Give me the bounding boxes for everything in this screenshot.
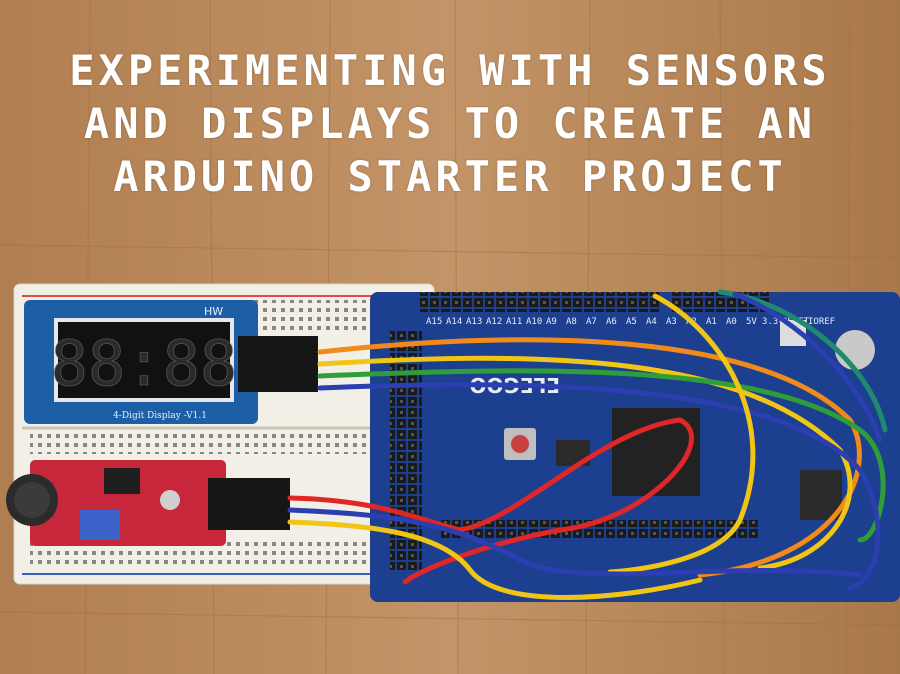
pin-label: A3 [666,317,677,327]
wire-orange [317,337,862,578]
pin-label: A0 [726,317,737,327]
pin-label: RESET [782,317,810,327]
sound-sensor-module [6,460,290,546]
pin-label: A11 [506,317,522,327]
title-line-1: EXPERIMENTING WITH SENSORS [69,46,831,95]
pin-label: A6 [606,317,617,327]
pin-label: A15 [426,317,442,327]
wire-blue-right [732,291,883,443]
wire-yellow-top [317,355,853,571]
display-digits: 88:88 [51,327,238,400]
title-line-3: ARDUINO STARTER PROJECT [113,152,787,201]
jumper-wires [287,289,888,600]
display-brand: HW [204,305,223,318]
title-line-2: AND DISPLAYS TO CREATE AN [83,99,817,148]
pin-label: A14 [446,317,462,327]
wire-yellow-lower [287,519,703,600]
pin-label: A13 [466,317,482,327]
pin-label: 3.3V [762,317,784,327]
wire-green [317,368,886,543]
pin-label: A9 [546,317,557,327]
pin-label: A5 [626,317,637,327]
wire-blue-top [317,382,881,591]
potentiometer [80,510,120,540]
pin-label: A7 [586,317,597,327]
wire-blue-lower [287,507,863,578]
pin-labels: A15 A14 A13 A12 A11 A10 A9 A8 A7 A6 A5 A… [426,317,835,327]
pin-label: 5V [746,317,757,327]
pin-label: IOREF [808,317,835,327]
pin-label: A8 [566,317,577,327]
four-digit-display-module: 88:88 HW 4-Digit Display -V1.1 [24,300,318,424]
wire-red [287,417,694,585]
pin-label: A12 [486,317,502,327]
wire-yellow-vertical [607,293,756,575]
headline-title: EXPERIMENTING WITH SENSORS AND DISPLAYS … [0,44,900,203]
display-caption: 4-Digit Display -V1.1 [113,411,207,421]
pin-label: A10 [526,317,542,327]
pin-label: A1 [706,317,717,327]
pin-label: A4 [646,317,657,327]
